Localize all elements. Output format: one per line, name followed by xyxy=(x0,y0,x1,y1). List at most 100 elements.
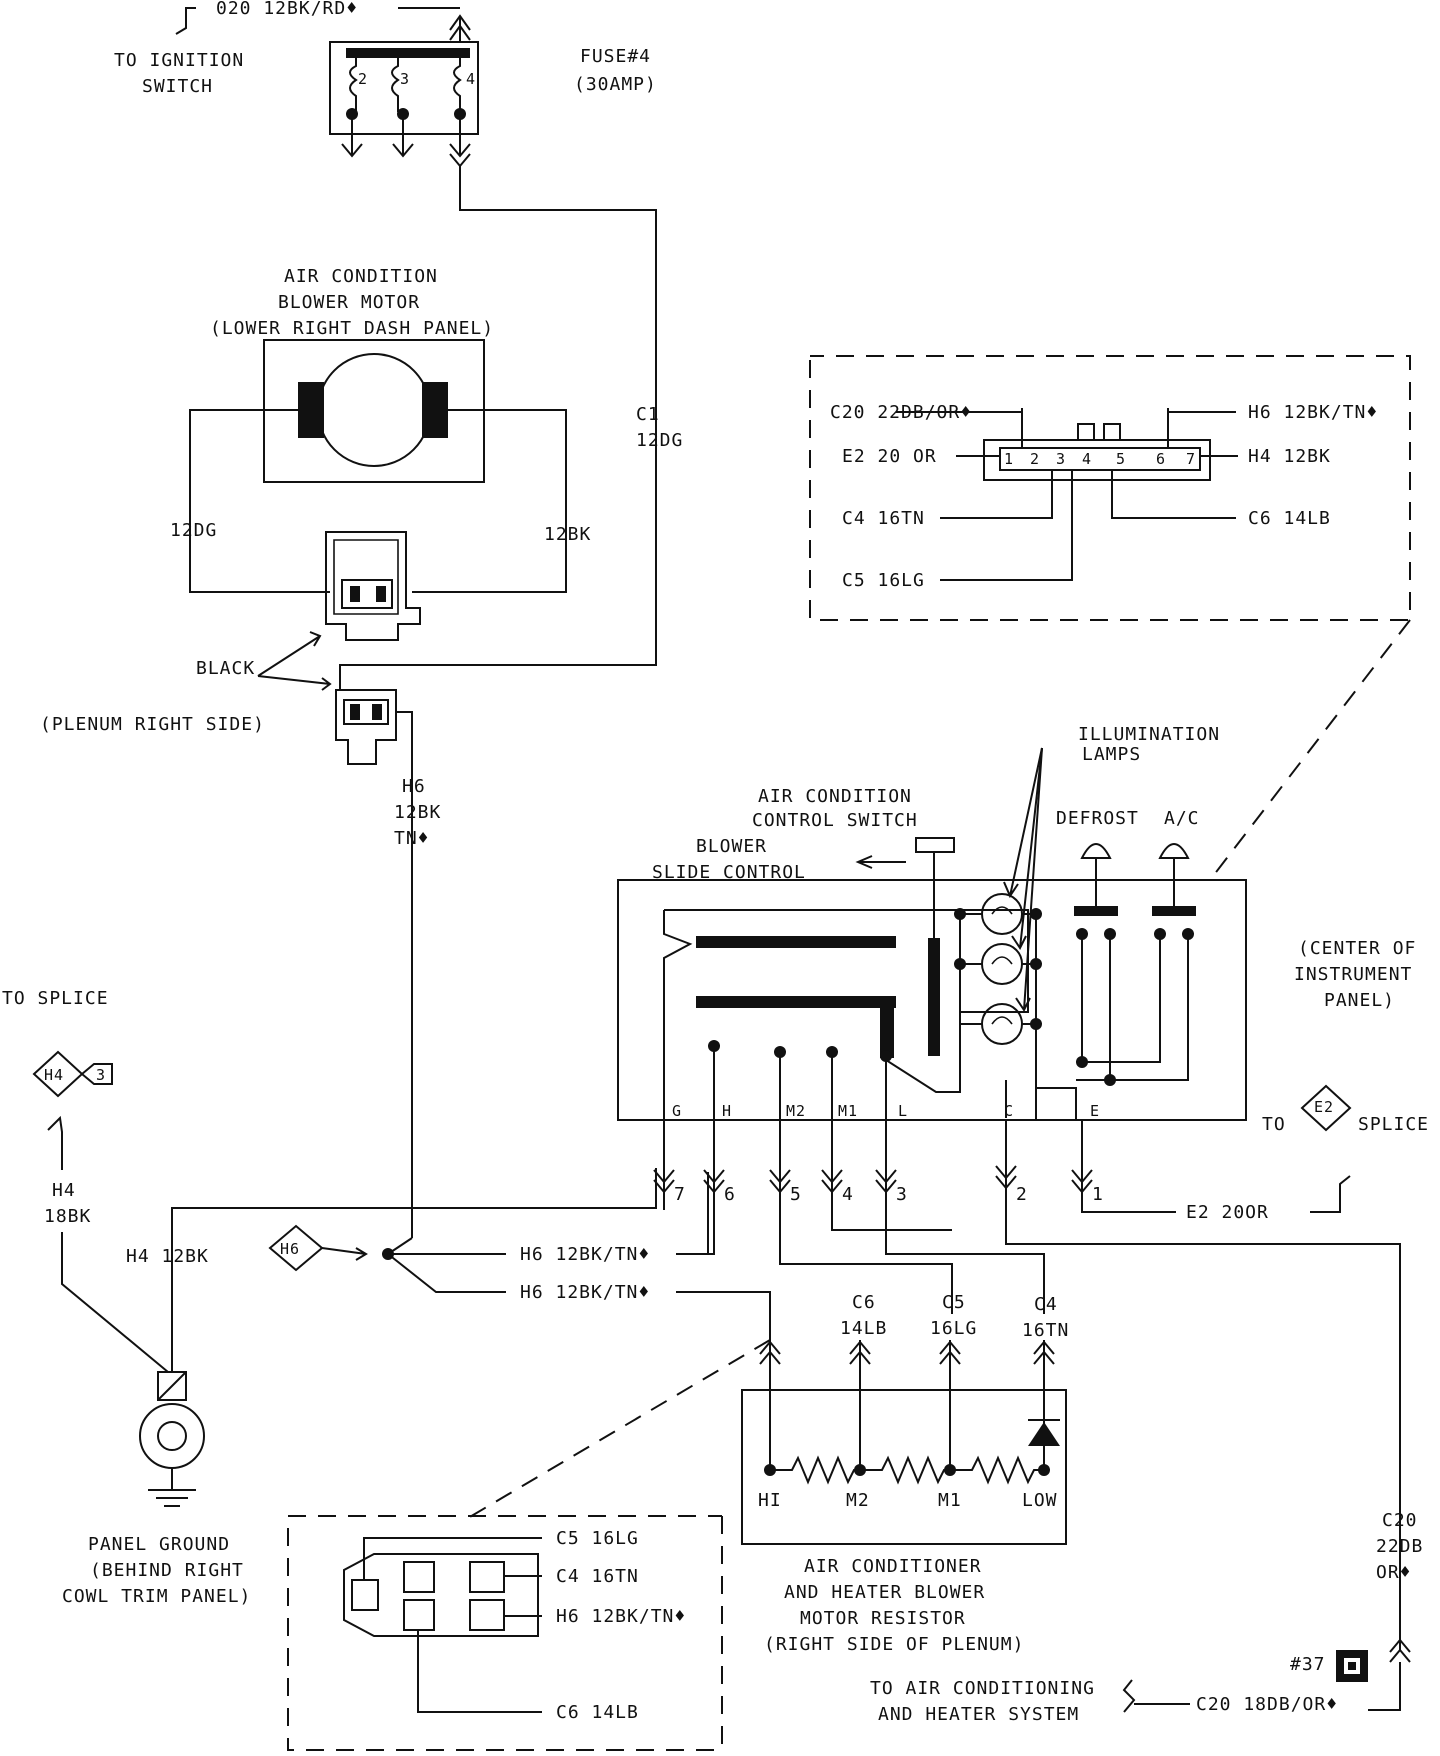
resistor-terminal-m1: M1 xyxy=(938,1490,962,1511)
terminal-number-3: 3 xyxy=(896,1184,908,1205)
ac-system-wire-break xyxy=(1122,1679,1190,1713)
connector-37-label: #37 xyxy=(1290,1654,1326,1675)
to-ignition-label-2: SWITCH xyxy=(142,76,213,97)
resistor-terminal-hi: HI xyxy=(758,1490,782,1511)
terminal-number-4: 4 xyxy=(842,1184,854,1205)
c1-wire-label-1: C1 xyxy=(636,404,660,425)
motor-label-1: AIR CONDITION xyxy=(284,266,438,287)
rconn-c6-label: C6 14LB xyxy=(556,1702,639,1723)
black-connector-label: BLACK xyxy=(196,658,255,679)
panel-ground-symbol xyxy=(139,1371,205,1507)
ac-label: A/C xyxy=(1164,808,1200,829)
h6-splice-id: H6 xyxy=(280,1240,300,1258)
splice-right-label: SPLICE xyxy=(1358,1114,1429,1135)
motor-right-wire-label: 12BK xyxy=(544,524,591,545)
c20-lower-wire xyxy=(1368,1662,1401,1711)
plenum-right-side-label: (PLENUM RIGHT SIDE) xyxy=(40,714,265,735)
c1-wire-label-2: 12DG xyxy=(636,430,683,451)
resistor-terminal-low: LOW xyxy=(1022,1490,1058,1511)
c6-wire-label-2: 14LB xyxy=(840,1318,887,1339)
h4-12bk-wire xyxy=(171,1168,657,1372)
blower-label-1: BLOWER xyxy=(696,836,767,857)
c6-wire-label-1: C6 xyxy=(852,1292,876,1313)
fuse-pin-3: 3 xyxy=(400,70,410,88)
c5-wire-label-2: 16LG xyxy=(930,1318,977,1339)
resistor-connector-detail xyxy=(287,1515,723,1751)
resistor-label-2: AND HEATER BLOWER xyxy=(784,1582,985,1603)
switch-terminal-m2: M2 xyxy=(786,1102,806,1120)
fuse-pin-4: 4 xyxy=(466,70,476,88)
conn-h4-label: H4 12BK xyxy=(1248,446,1331,467)
h4-18bk-label-1: H4 xyxy=(52,1180,76,1201)
ground-label-3: COWL TRIM PANEL) xyxy=(62,1586,251,1607)
conn-pin-3: 3 xyxy=(1056,450,1066,468)
h4-splice-symbol xyxy=(32,1050,113,1098)
ground-label-1: PANEL GROUND xyxy=(88,1534,230,1555)
conn-c20-label: C20 22DB/OR♦ xyxy=(830,402,972,423)
switch-terminal-e: E xyxy=(1090,1102,1100,1120)
to-splice-left-label: TO SPLICE xyxy=(2,988,109,1009)
fuse-label: FUSE#4 xyxy=(580,46,651,67)
h4-18bk-wire xyxy=(61,1232,169,1373)
resistor-label-4: (RIGHT SIDE OF PLENUM) xyxy=(764,1634,1024,1655)
ground-label-2: (BEHIND RIGHT xyxy=(90,1560,244,1581)
terminal-number-2: 2 xyxy=(1016,1184,1028,1205)
plenum-connector xyxy=(257,631,413,1238)
h6-branch-label-1: H6 12BK/TN♦ xyxy=(520,1244,650,1265)
illumination-label-1: ILLUMINATION xyxy=(1078,724,1220,745)
switch-terminal-l: L xyxy=(898,1102,908,1120)
switch-terminal-g: G xyxy=(672,1102,682,1120)
h4-splice-id: H4 xyxy=(44,1066,64,1084)
motor-left-wire-label: 12DG xyxy=(170,520,217,541)
resistor-detail-leader xyxy=(467,1339,771,1519)
rconn-c5-label: C5 16LG xyxy=(556,1528,639,1549)
conn-pin-1: 1 xyxy=(1004,450,1014,468)
switch-terminal-c: C xyxy=(1004,1102,1014,1120)
conn-c6-label: C6 14LB xyxy=(1248,508,1331,529)
ac-control-switch xyxy=(617,747,1247,1121)
resistor-label-1: AIR CONDITIONER xyxy=(804,1556,982,1577)
blower-motor-resistor xyxy=(741,1340,1067,1545)
fuse-rating-label: (30AMP) xyxy=(574,74,657,95)
illumination-label-2: LAMPS xyxy=(1082,744,1141,765)
conn-pin-2: 2 xyxy=(1030,450,1040,468)
terminal-number-7: 7 xyxy=(674,1184,686,1205)
e2-splice-id: E2 xyxy=(1314,1098,1334,1116)
ac-switch-label-2: CONTROL SWITCH xyxy=(752,810,918,831)
switch-connector-detail xyxy=(809,355,1411,621)
blower-label-2: SLIDE CONTROL xyxy=(652,862,806,883)
c20-chevron xyxy=(1389,1638,1411,1663)
conn-pin-4: 4 xyxy=(1082,450,1092,468)
c4-wire-label-1: C4 xyxy=(1034,1294,1058,1315)
h4-18bk-label-2: 18BK xyxy=(44,1206,91,1227)
h6-wire-label-1: H6 xyxy=(402,776,426,797)
conn-e2-label: E2 20 OR xyxy=(842,446,937,467)
center-label-1: (CENTER OF xyxy=(1298,938,1416,959)
c20-wire-label-1: C20 xyxy=(1382,1510,1418,1531)
c4-wire-label-2: 16TN xyxy=(1022,1320,1069,1341)
ignition-wire-label: 020 12BK/RD♦ xyxy=(216,0,358,19)
switch-output-wires xyxy=(653,1118,1401,1650)
e2-wire-label: E2 20OR xyxy=(1186,1202,1269,1223)
rconn-c4-label: C4 16TN xyxy=(556,1566,639,1587)
e2-splice-symbol xyxy=(1300,1084,1352,1132)
center-label-2: INSTRUMENT xyxy=(1294,964,1412,985)
terminal-number-1: 1 xyxy=(1092,1184,1104,1205)
blower-motor xyxy=(189,339,567,641)
terminal-number-5: 5 xyxy=(790,1184,802,1205)
fuse-pin-2: 2 xyxy=(358,70,368,88)
conn-pin-7: 7 xyxy=(1186,450,1196,468)
to-ac-system-label-2: AND HEATER SYSTEM xyxy=(878,1704,1079,1725)
h4-splice-number: 3 xyxy=(96,1066,106,1084)
detail-leader-line xyxy=(1209,619,1411,881)
h6-branch-label-2: H6 12BK/TN♦ xyxy=(520,1282,650,1303)
to-ac-system-label-1: TO AIR CONDITIONING xyxy=(870,1678,1095,1699)
c20-wire-label-2: 22DB xyxy=(1376,1536,1423,1557)
h4-12bk-label: H4 12BK xyxy=(126,1246,209,1267)
resistor-label-3: MOTOR RESISTOR xyxy=(800,1608,966,1629)
center-label-3: PANEL) xyxy=(1324,990,1395,1011)
connector-37-symbol xyxy=(1336,1650,1368,1682)
terminal-number-6: 6 xyxy=(724,1184,736,1205)
c20-wire-label-3: OR♦ xyxy=(1376,1562,1412,1583)
